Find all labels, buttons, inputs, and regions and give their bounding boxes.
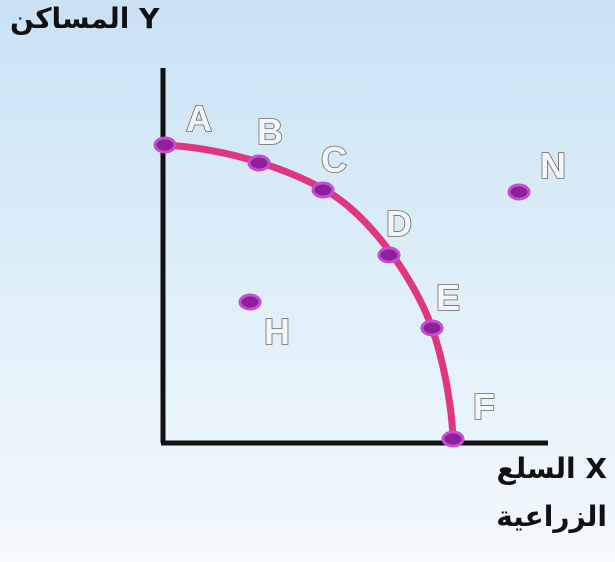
point-d-label: D <box>386 203 412 244</box>
point-a-marker <box>153 136 177 154</box>
x-axis-label-line1: X السلع <box>496 452 607 485</box>
point-e-label: E <box>436 277 460 318</box>
point-d-marker <box>377 246 401 264</box>
point-c-label: C <box>321 139 347 180</box>
point-b-marker <box>247 154 271 172</box>
point-c-marker <box>311 181 335 199</box>
point-e-marker <box>420 319 444 337</box>
ppf-curve <box>161 141 457 443</box>
point-b-label: B <box>257 111 283 152</box>
point-f-marker <box>441 430 465 448</box>
point-h-marker <box>238 293 262 311</box>
point-n-marker <box>507 183 531 201</box>
point-n-label: N <box>540 145 566 186</box>
point-f-label: F <box>473 386 495 427</box>
point-h-label: H <box>264 311 290 352</box>
x-axis-label-line2: الزراعية <box>496 500 607 533</box>
point-a-label: A <box>186 98 212 139</box>
y-axis-label: Y المساكن <box>10 2 160 35</box>
